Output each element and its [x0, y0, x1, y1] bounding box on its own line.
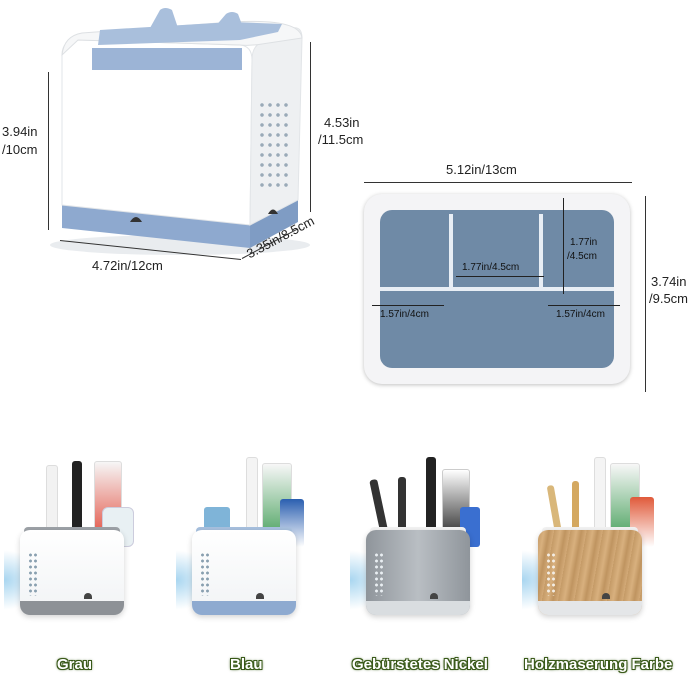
- variant-nickel[interactable]: [350, 455, 506, 635]
- holder-base: [366, 601, 470, 615]
- variant-blau[interactable]: [176, 455, 332, 635]
- holder-body: [20, 530, 124, 615]
- variant-grau[interactable]: [4, 455, 160, 635]
- right-width-line: [548, 305, 620, 306]
- left-width-label: 1.57in/4cm: [380, 309, 429, 320]
- drain-notch: [602, 593, 610, 599]
- caption-grau: Grau: [57, 656, 93, 673]
- toothbrush-black-2: [398, 477, 406, 545]
- compartment-width-line: [456, 276, 544, 277]
- top-view-width-line: [364, 182, 632, 183]
- height-label-right-in: 4.53in: [324, 115, 360, 130]
- top-view-height-line: [645, 196, 646, 392]
- electric-toothbrush-black: [426, 457, 436, 545]
- compartment-height-line: [563, 198, 564, 294]
- divider-vertical-left: [449, 214, 453, 289]
- vent-holes: [546, 552, 556, 596]
- compartment-height-cm: /4.5cm: [567, 251, 598, 262]
- caption-blau: Blau: [230, 656, 263, 673]
- drain-notch: [430, 593, 438, 599]
- height-line-left: [48, 72, 49, 230]
- electric-toothbrush-black: [72, 461, 82, 545]
- compartment-height-in: 1.77in: [570, 237, 598, 248]
- caption-nickel: Gebürstetes Nickel: [352, 656, 488, 673]
- holder-body: [192, 530, 296, 615]
- height-label-left-cm: /10cm: [2, 142, 38, 157]
- divider-vertical-right: [539, 214, 543, 289]
- vent-holes: [200, 552, 210, 596]
- holder-base: [20, 601, 124, 615]
- height-label-left-in: 3.94in: [2, 124, 38, 139]
- drain-notch: [256, 593, 264, 599]
- drain-notch: [84, 593, 92, 599]
- vent-holes: [28, 552, 38, 596]
- variant-holz[interactable]: [522, 455, 678, 635]
- top-view-tray: [364, 194, 630, 384]
- height-line-right: [310, 42, 311, 212]
- holder-body: [538, 530, 642, 615]
- holder-body: [366, 530, 470, 615]
- product-3d-view: [0, 0, 340, 290]
- bamboo-toothbrush-2: [572, 481, 579, 547]
- height-label-right-cm: /11.5cm: [318, 132, 364, 147]
- top-view-height-in: 3.74in: [651, 274, 687, 289]
- caption-holz: Holzmaserung Farbe: [524, 656, 673, 673]
- width-label: 4.72in/12cm: [92, 258, 163, 273]
- product-3d-illustration: [50, 8, 310, 255]
- top-view-width-label: 5.12in/13cm: [446, 162, 517, 177]
- left-width-line: [372, 305, 444, 306]
- compartment-width-label: 1.77in/4.5cm: [462, 262, 520, 273]
- vent-holes: [374, 552, 384, 596]
- right-width-label: 1.57in/4cm: [556, 309, 605, 320]
- top-view-height-cm: /9.5cm: [649, 291, 689, 306]
- holder-base: [538, 601, 642, 615]
- vent-holes: [258, 100, 292, 190]
- divider-horizontal: [380, 287, 614, 291]
- holder-base: [192, 601, 296, 615]
